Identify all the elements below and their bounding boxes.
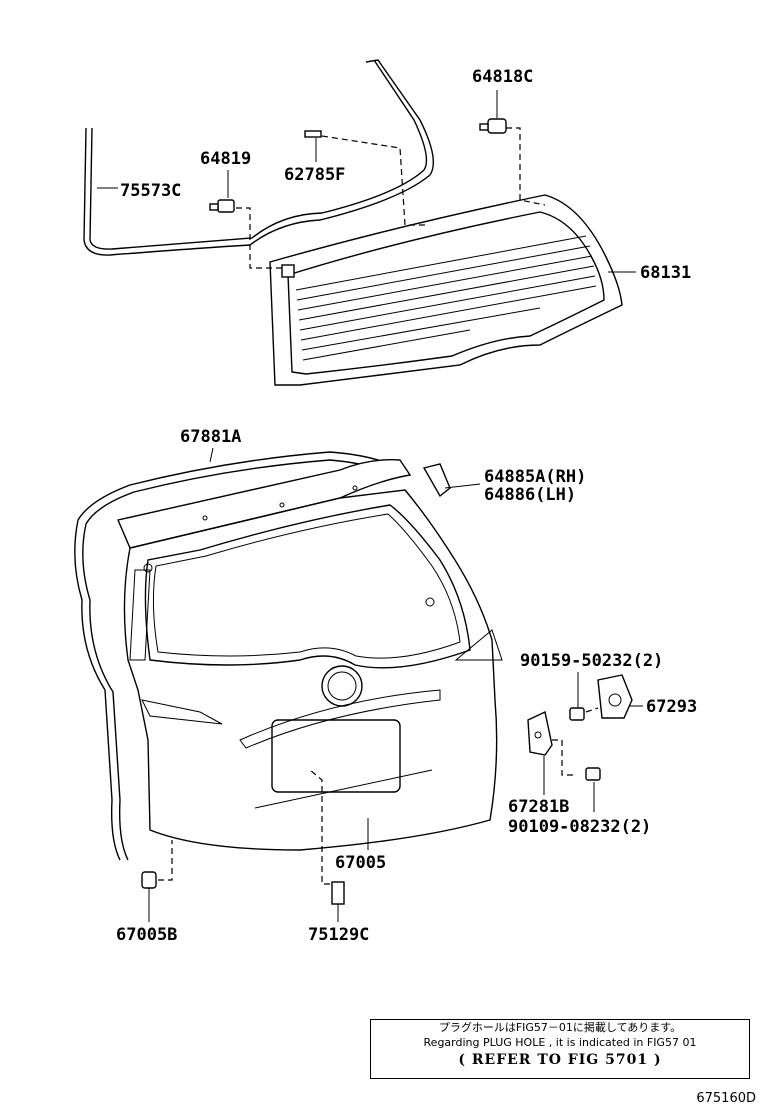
- striker-67281b: [527, 710, 575, 795]
- back-door-panel-67005: [123, 489, 503, 851]
- leader-67881a: [209, 447, 214, 463]
- label-67281b: 67281B: [508, 797, 569, 817]
- fastener-64818c: [479, 90, 546, 206]
- label-67293: 67293: [646, 697, 697, 717]
- label-90159: 90159-50232(2): [520, 651, 663, 671]
- label-67005b: 67005B: [116, 925, 177, 945]
- weatherstrip-75573c: [83, 59, 434, 256]
- label-64885a: 64885A(RH): [484, 467, 586, 487]
- label-68131: 68131: [640, 263, 691, 283]
- plug-75129c: [309, 769, 345, 922]
- label-64886: 64886(LH): [484, 485, 576, 505]
- clip-62785f: [304, 130, 425, 226]
- figure-code: 675160D: [696, 1091, 756, 1106]
- label-64818c: 64818C: [472, 67, 533, 87]
- label-62785f: 62785F: [284, 165, 345, 185]
- label-90109: 90109-08232(2): [508, 817, 651, 837]
- label-75129c: 75129C: [308, 925, 369, 945]
- reference-note-box: プラグホールはFIG57－01に掲載してあります。 Regarding PLUG…: [370, 1019, 750, 1079]
- back-window-glass-68131: [269, 194, 623, 386]
- note-japanese: プラグホールはFIG57－01に掲載してあります。: [438, 1021, 682, 1034]
- label-67881a: 67881A: [180, 427, 241, 447]
- roof-spoiler: [117, 459, 412, 549]
- cover-64885a-64886: [422, 463, 481, 498]
- fastener-64819: [209, 170, 290, 269]
- label-67005: 67005: [335, 853, 386, 873]
- bolt-90159: [569, 672, 599, 721]
- weatherstrip-67881a: [74, 451, 401, 861]
- cushion-67005b: [141, 840, 173, 922]
- note-english: Regarding PLUG HOLE , it is indicated in…: [423, 1036, 697, 1049]
- bolt-90109: [585, 767, 601, 812]
- label-75573c: 75573C: [120, 181, 181, 201]
- bracket-67293: [597, 674, 643, 719]
- note-refer-to-fig: ( REFER TO FIG 5701 ): [458, 1052, 662, 1068]
- label-64819: 64819: [200, 149, 251, 169]
